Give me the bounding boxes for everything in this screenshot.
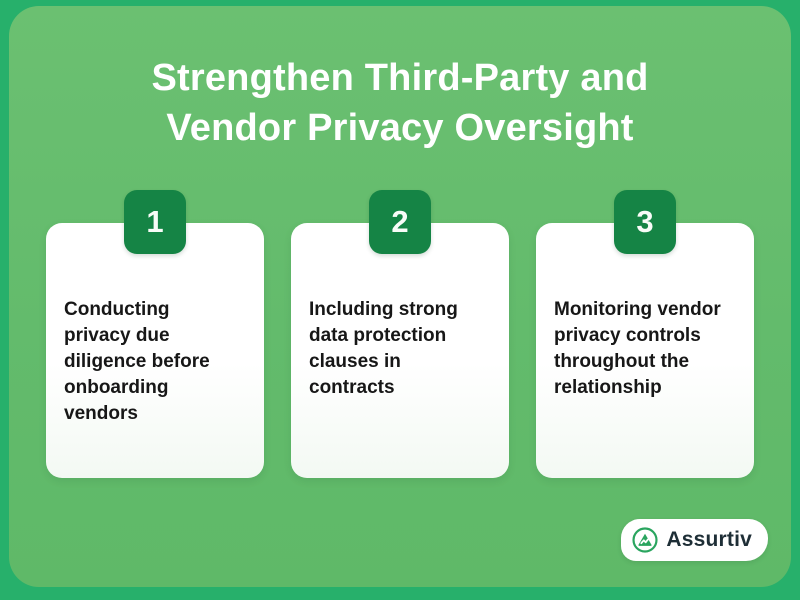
step-number-badge-2: 2 [369,190,431,254]
step-text: Including strong data protection clauses… [309,299,458,398]
step-card-1: 1 Conducting privacy due diligence befor… [46,190,264,478]
step-number-badge-1: 1 [124,190,186,254]
steps-row: 1 Conducting privacy due diligence befor… [46,190,754,478]
page-title-line2: Vendor Privacy Oversight [166,107,634,149]
page-title: Strengthen Third-Party and Vendor Privac… [9,6,791,153]
step-number: 3 [636,204,654,239]
step-text: Monitoring vendor privacy controls throu… [554,299,721,398]
brand-logo: Assurtiv [621,519,768,561]
page-title-line1: Strengthen Third-Party and [151,57,649,99]
step-number-badge-3: 3 [614,190,676,254]
infographic-panel: Strengthen Third-Party and Vendor Privac… [9,6,791,587]
brand-name: Assurtiv [666,528,752,551]
step-number: 2 [391,204,409,239]
step-number: 1 [146,204,164,239]
step-text: Conducting privacy due diligence before … [64,299,210,424]
mountain-check-circle-icon [632,527,658,553]
step-card-3: 3 Monitoring vendor privacy controls thr… [536,190,754,478]
step-card-2: 2 Including strong data protection claus… [291,190,509,478]
